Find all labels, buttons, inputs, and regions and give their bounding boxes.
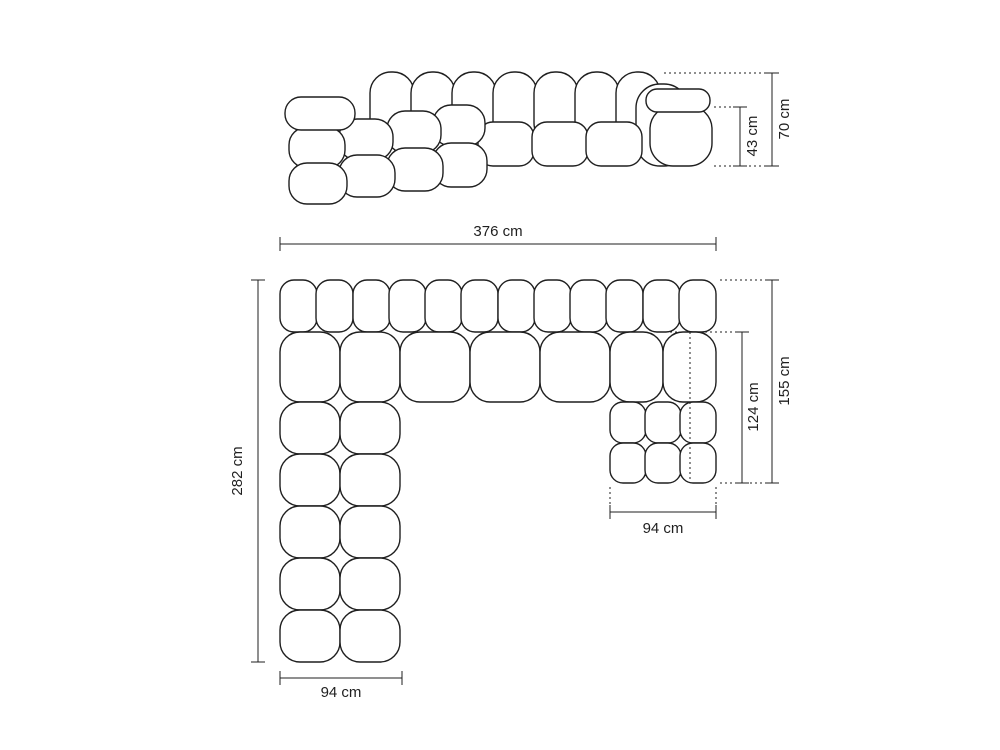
elevation-dimensions: 70 cm 43 cm — [664, 72, 793, 167]
plan-left-column-shape — [279, 401, 341, 455]
plan-right-column-shape — [609, 442, 647, 484]
depth-right-extension-lines — [720, 279, 766, 484]
plan-left-column-shape — [339, 505, 401, 559]
plan-dimensions: 282 cm 155 cm 124 cm 94 cm — [229, 279, 793, 701]
plan-left-column-shape — [279, 557, 341, 611]
elevation-left-chaise-shape — [284, 96, 356, 131]
plan-right-column-shape — [644, 442, 682, 484]
height-seat-dimension-line — [733, 106, 747, 167]
plan-left-column-shape — [279, 505, 341, 559]
depth-right-inner-label: 124 cm — [745, 382, 762, 431]
depth-right-label: 155 cm — [776, 356, 793, 405]
elevation-left-chaise-shape — [288, 126, 346, 169]
width-dimension: 376 cm — [279, 223, 717, 251]
plan-left-column — [279, 401, 401, 663]
plan-back-row — [279, 279, 717, 333]
plan-back-row-shape — [605, 279, 644, 333]
height-total-label: 70 cm — [776, 99, 793, 140]
plan-back-row-shape — [424, 279, 463, 333]
plan-left-column-shape — [279, 609, 341, 663]
height-total-dimension-line — [765, 72, 779, 167]
plan-back-row-shape — [388, 279, 427, 333]
elevation-view — [284, 71, 713, 205]
width-total-label: 376 cm — [473, 223, 522, 240]
depth-left-label: 282 cm — [229, 446, 246, 495]
plan-left-column-shape — [339, 609, 401, 663]
width-right-dimension-line — [609, 505, 717, 519]
width-right-label: 94 cm — [643, 520, 684, 537]
plan-back-row-shape — [678, 279, 717, 333]
plan-right-column — [609, 401, 717, 484]
plan-left-column-shape — [339, 453, 401, 507]
depth-right-inner-dimension-line — [735, 331, 749, 484]
plan-left-column-shape — [279, 453, 341, 507]
depth-left-dimension-line — [251, 279, 265, 663]
plan-left-column-shape — [339, 401, 401, 455]
height-seat-label: 43 cm — [744, 116, 761, 157]
plan-seat-row-shape — [469, 331, 541, 403]
elevation-right-arm — [649, 105, 713, 167]
plan-right-column-shape — [679, 442, 717, 484]
plan-back-row-shape — [642, 279, 681, 333]
plan-seat-row-shape — [279, 331, 341, 403]
plan-right-column-shape — [644, 401, 682, 444]
plan-back-row-shape — [352, 279, 391, 333]
plan-left-column-shape — [339, 557, 401, 611]
plan-back-row-shape — [497, 279, 536, 333]
width-left-dimension-line — [279, 671, 403, 685]
plan-back-row-shape — [569, 279, 608, 333]
plan-seat-row-shape — [399, 331, 471, 403]
plan-back-row-shape — [315, 279, 354, 333]
elevation-left-chaise-shape — [288, 162, 348, 205]
elevation-left-chaise-shape — [338, 154, 396, 198]
elevation-left-chaise-shape — [386, 110, 442, 154]
plan-view — [279, 279, 740, 663]
elevation-left-chaise — [284, 96, 488, 205]
width-left-label: 94 cm — [321, 684, 362, 701]
plan-seat-row-shape — [609, 331, 664, 403]
elevation-right-arm-pillow — [645, 88, 711, 113]
plan-inner-guides — [660, 331, 740, 483]
elevation-seat-cushions-shape — [531, 121, 589, 167]
plan-back-row-shape — [279, 279, 318, 333]
plan-seat-row-shape — [339, 331, 401, 403]
plan-back-row-shape — [460, 279, 499, 333]
width-right-extension-lines — [609, 487, 717, 508]
width-total-dimension-line — [279, 237, 717, 251]
plan-back-row-shape — [533, 279, 572, 333]
plan-right-column-shape — [679, 401, 717, 444]
plan-right-column-shape — [609, 401, 647, 444]
depth-right-dimension-line — [765, 279, 779, 484]
plan-seat-row-shape — [539, 331, 611, 403]
elevation-seat-cushions-shape — [585, 121, 643, 167]
plan-seat-row — [279, 331, 717, 403]
